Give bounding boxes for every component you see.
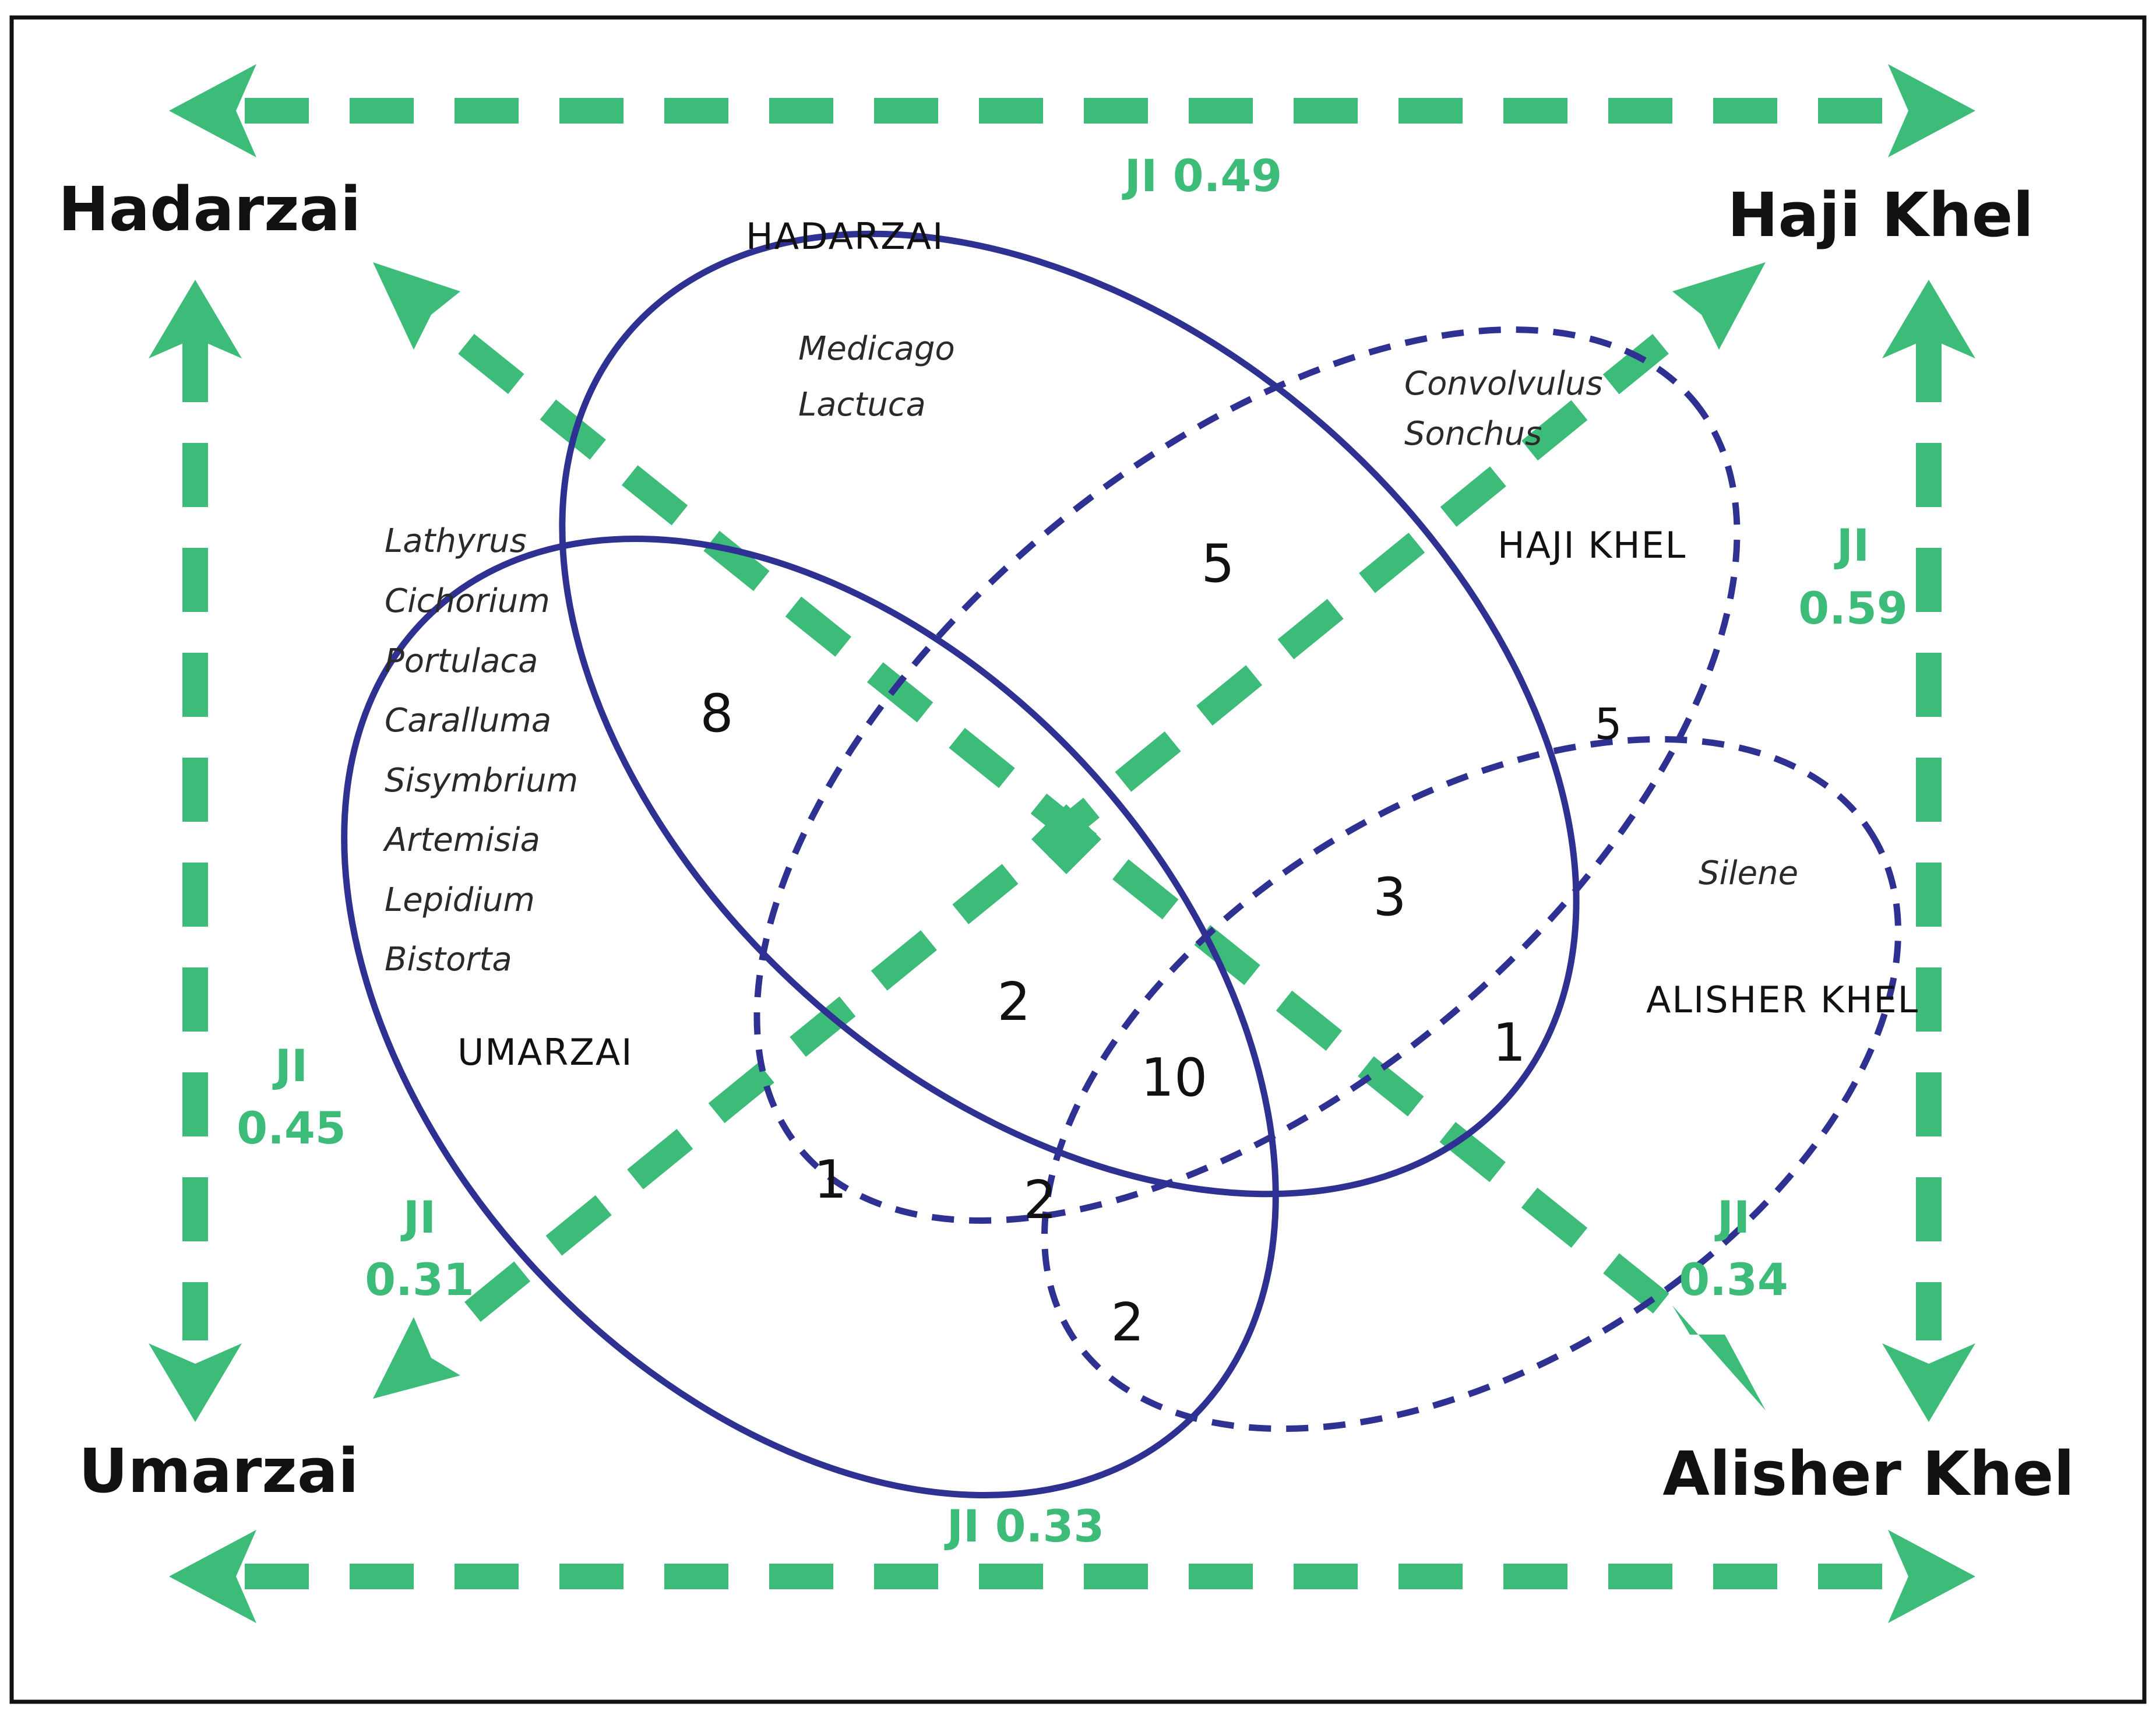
count-umarzai-hajikhel: 1 xyxy=(813,1149,847,1210)
genus-umarzai-3: Portulaca xyxy=(385,642,538,680)
arrowhead-right-bottom xyxy=(1882,1343,1975,1422)
arrowhead-diag-top-right xyxy=(1672,262,1766,350)
count-hadarzai-umarzai: 8 xyxy=(700,683,733,744)
ji-value-hadarzai-alisherkhel: 0.34 xyxy=(1679,1254,1788,1305)
genus-umarzai-7: Lepidium xyxy=(385,881,535,919)
arrowhead-bottom-right xyxy=(1888,1530,1975,1623)
venn-set-umarzai xyxy=(341,535,1279,1499)
genus-umarzai-8: Bistorta xyxy=(385,941,512,979)
genus-hadarzai-2: Lactuca xyxy=(798,386,926,424)
genus-umarzai-2: Cichorium xyxy=(385,582,550,620)
arrowhead-left-bottom xyxy=(149,1343,242,1422)
genus-umarzai-6: Artemisia xyxy=(383,821,540,859)
arrowhead-diag-bottom-left xyxy=(373,1317,460,1399)
count-umarzai-hajikhel-alisherkhel: 2 xyxy=(1023,1170,1056,1231)
arrowhead-diag-top-left xyxy=(373,262,460,350)
arrowhead-top-left xyxy=(169,64,256,157)
count-umarzai-alisherkhel: 2 xyxy=(1111,1292,1144,1353)
set-name-alisher-khel: ALISHER KHEL xyxy=(1646,979,1919,1021)
genus-umarzai-5: Sisymbrium xyxy=(385,762,578,800)
venn-set-haji-khel xyxy=(753,326,1741,1224)
set-name-haji-khel: HAJI KHEL xyxy=(1498,524,1686,566)
ji-label-hadarzai-umarzai: JI xyxy=(272,1040,308,1092)
corner-label-hadarzai: Hadarzai xyxy=(58,174,361,245)
ji-value-hajikhel-umarzai: 0.31 xyxy=(365,1254,474,1305)
ji-label-umarzai-alisherkhel: JI 0.33 xyxy=(944,1500,1105,1552)
figure-frame xyxy=(9,15,2147,1704)
arrowhead-right-top xyxy=(1882,280,1975,358)
ji-label-hajikhel-alisherkhel: JI xyxy=(1834,519,1870,571)
ji-label-hadarzai-hajikhel: JI 0.49 xyxy=(1122,150,1283,202)
genus-hajikhel-1: Convolvulus xyxy=(1404,365,1603,403)
venn-set-alisher-khel xyxy=(1041,735,1902,1433)
count-hadarzai-hajikhel: 5 xyxy=(1201,533,1234,594)
count-all-four: 10 xyxy=(1141,1047,1208,1108)
genus-hajikhel-2: Sonchus xyxy=(1404,415,1542,453)
arrowhead-left-top xyxy=(149,280,242,358)
genus-hadarzai-1: Medicago xyxy=(798,330,955,368)
count-hadarzai-alisherkhel: 1 xyxy=(1492,1012,1526,1074)
venn-set-hadarzai xyxy=(559,230,1580,1198)
genus-alisherkhel-1: Silene xyxy=(1699,854,1798,892)
ji-value-hajikhel-alisherkhel: 0.59 xyxy=(1798,582,1908,634)
corner-label-alisher-khel: Alisher Khel xyxy=(1662,1438,2074,1509)
set-name-umarzai: UMARZAI xyxy=(457,1031,633,1074)
diagonal-crossing-marker xyxy=(1031,804,1101,874)
ji-label-hajikhel-umarzai: JI xyxy=(400,1191,436,1243)
arrowhead-bottom-left xyxy=(169,1530,256,1623)
genus-umarzai-1: Lathyrus xyxy=(385,522,527,560)
count-hadarzai-hajikhel-alisherkhel-b: 3 xyxy=(1373,867,1406,928)
arrowhead-top-right xyxy=(1888,64,1975,157)
ji-label-hadarzai-alisherkhel: JI xyxy=(1714,1191,1750,1243)
corner-label-haji-khel: Haji Khel xyxy=(1727,180,2034,251)
count-hadarzai-hajikhel-alisherkhel: 5 xyxy=(1594,699,1622,749)
genus-umarzai-4: Caralluma xyxy=(385,702,551,740)
corner-label-umarzai: Umarzai xyxy=(79,1435,359,1507)
arrowhead-diag-bottom-right xyxy=(1672,1305,1766,1410)
count-hadarzai-umarzai-hajikhel: 2 xyxy=(997,972,1030,1033)
ji-value-hadarzai-umarzai: 0.45 xyxy=(237,1102,346,1154)
set-name-hadarzai: HADARZAI xyxy=(746,215,944,258)
